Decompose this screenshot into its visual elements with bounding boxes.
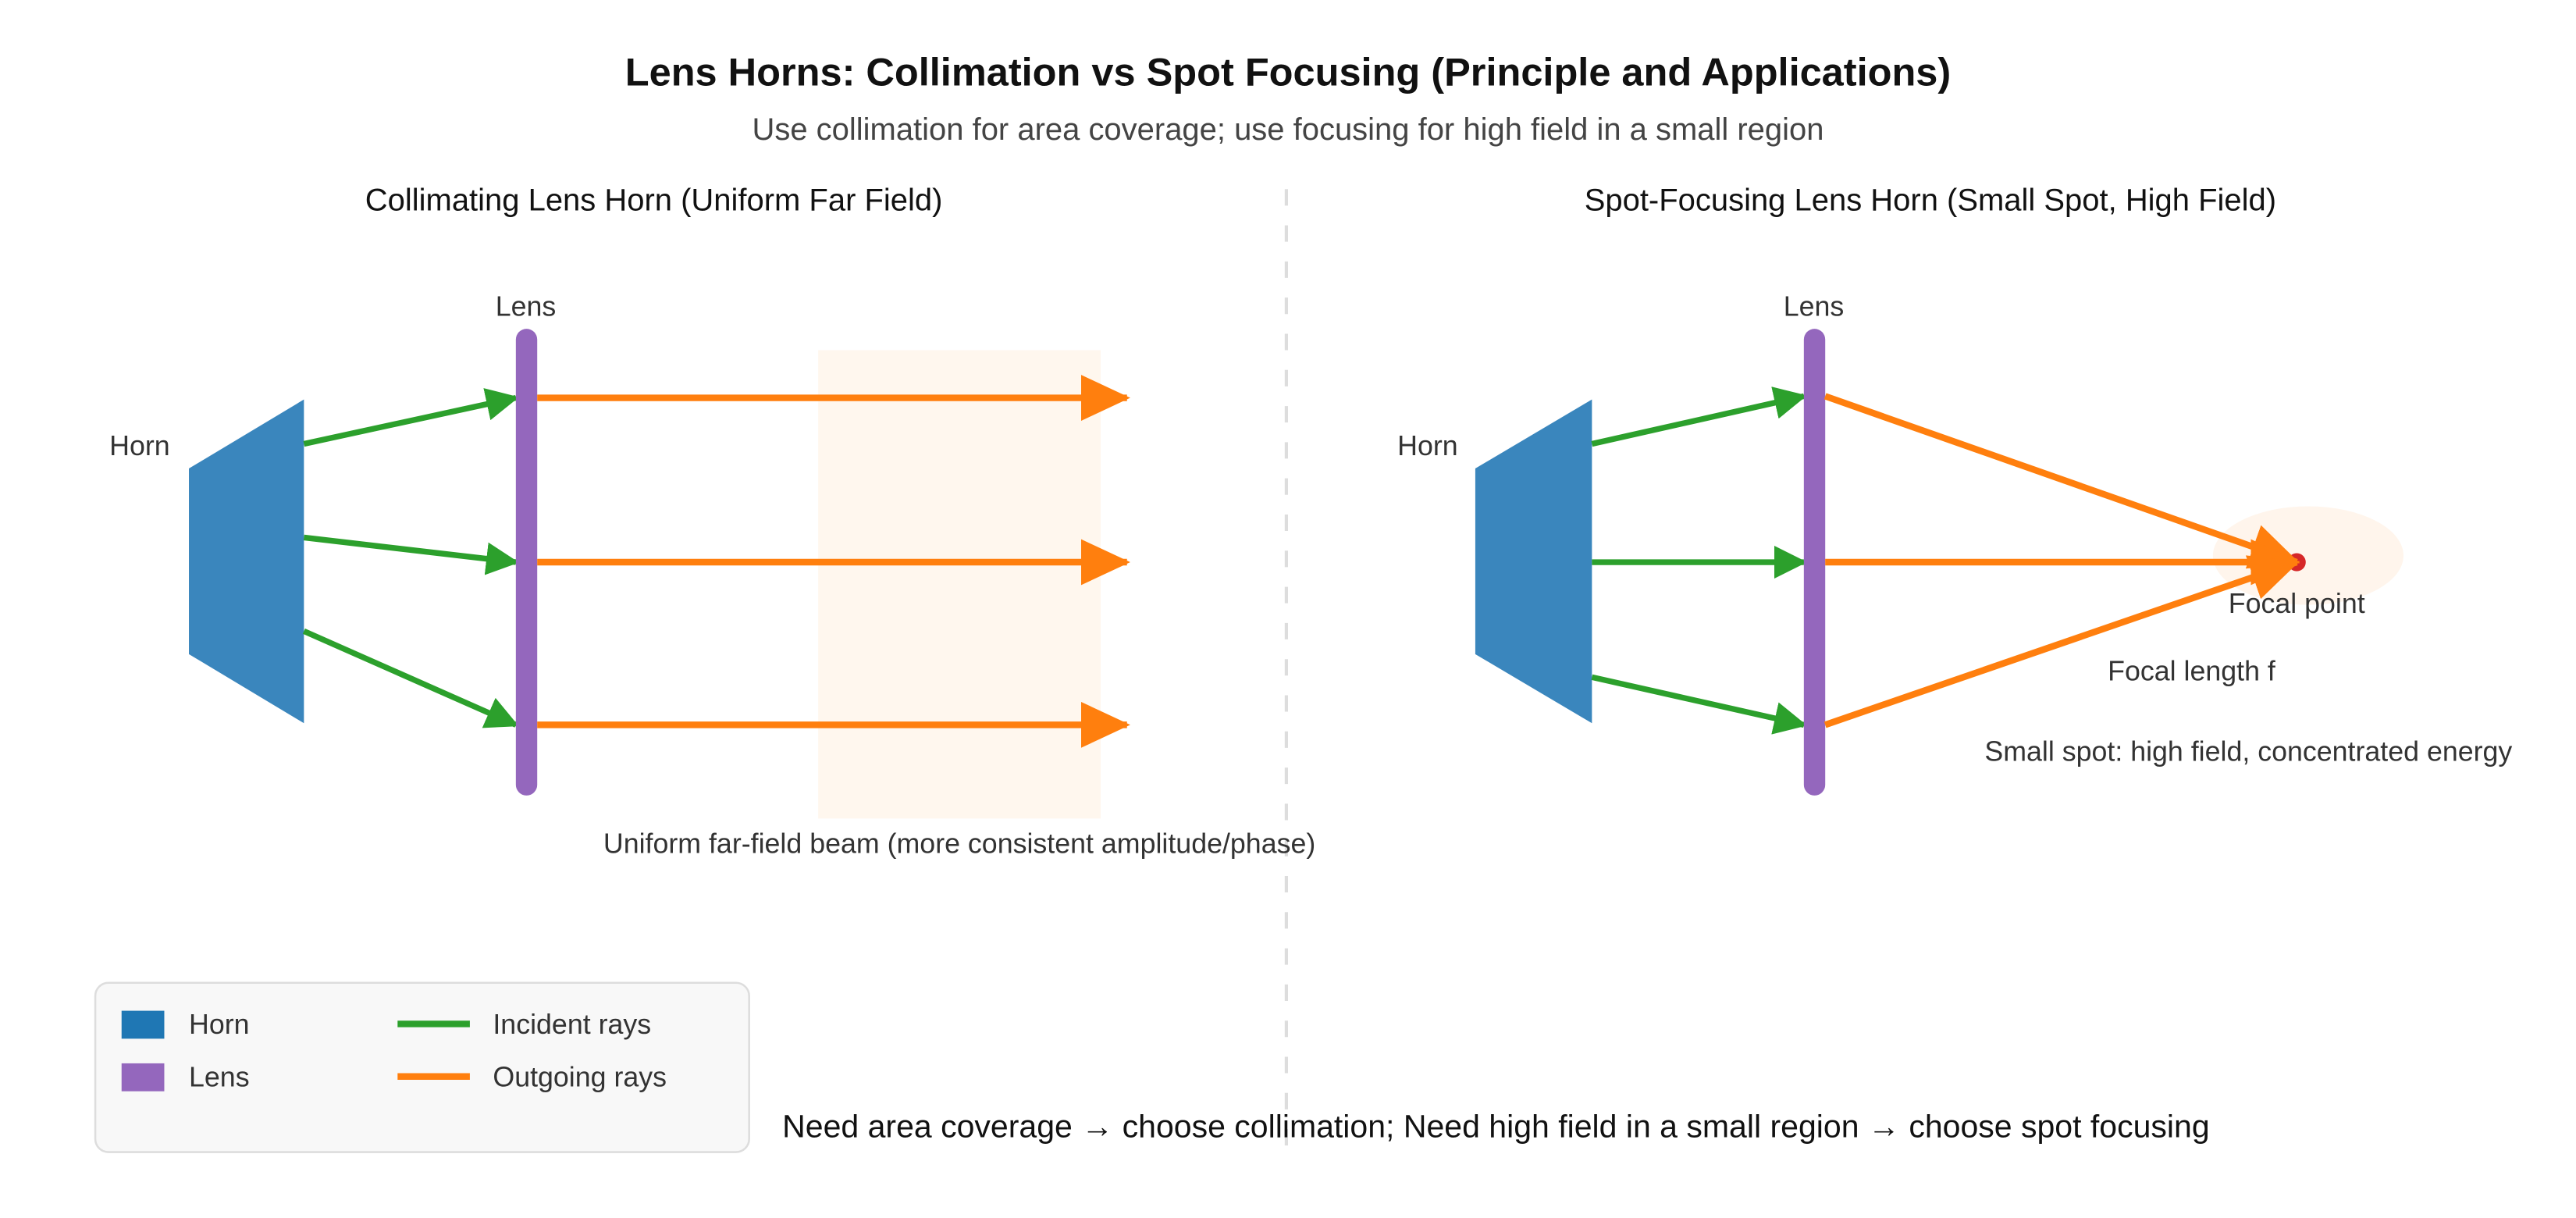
right-panel: Spot-Focusing Lens Horn (Small Spot, Hig… (1397, 183, 2512, 796)
lens-label: Lens (1784, 290, 1845, 322)
legend-lens-swatch (121, 1063, 165, 1092)
right-panel-heading: Spot-Focusing Lens Horn (Small Spot, Hig… (1585, 183, 2276, 218)
legend-box (94, 981, 750, 1153)
incident-ray (303, 388, 519, 447)
incident-ray (302, 629, 519, 728)
lens-shape (515, 329, 538, 796)
focal-length-label: Focal length f (2108, 656, 2275, 687)
outgoing-ray (1823, 393, 2300, 569)
incident-ray (1591, 674, 1807, 735)
legend: Horn Lens Incident rays Outgoing rays (94, 981, 750, 1153)
lens-shape (1803, 329, 1826, 796)
far-field-region (818, 350, 1101, 819)
lens-label: Lens (496, 290, 557, 322)
horn-shape (189, 399, 304, 724)
legend-horn-swatch (121, 1010, 165, 1039)
legend-incident-label: Incident rays (493, 1009, 651, 1040)
footer-note: Need area coverage → choose collimation;… (782, 1109, 2210, 1145)
incident-ray (303, 534, 520, 575)
small-spot-annotation: Small spot: high field, concentrated ene… (1984, 736, 2512, 767)
left-panel-heading: Collimating Lens Horn (Uniform Far Field… (365, 183, 943, 218)
focal-point-label: Focal point (2229, 588, 2365, 619)
incident-ray (1591, 386, 1807, 447)
horn-label: Horn (109, 430, 170, 461)
outgoing-ray (1823, 555, 2300, 728)
legend-lens-label: Lens (189, 1061, 250, 1092)
legend-outgoing-label: Outgoing rays (493, 1061, 667, 1092)
diagram-title: Lens Horns: Collimation vs Spot Focusing… (625, 50, 1951, 94)
diagram-subtitle: Use collimation for area coverage; use f… (753, 112, 1824, 147)
horn-shape (1475, 399, 1592, 724)
horn-label: Horn (1397, 430, 1458, 461)
far-field-annotation: Uniform far-field beam (more consistent … (603, 828, 1315, 860)
left-panel: Collimating Lens Horn (Uniform Far Field… (109, 183, 1315, 860)
legend-horn-label: Horn (189, 1009, 250, 1040)
